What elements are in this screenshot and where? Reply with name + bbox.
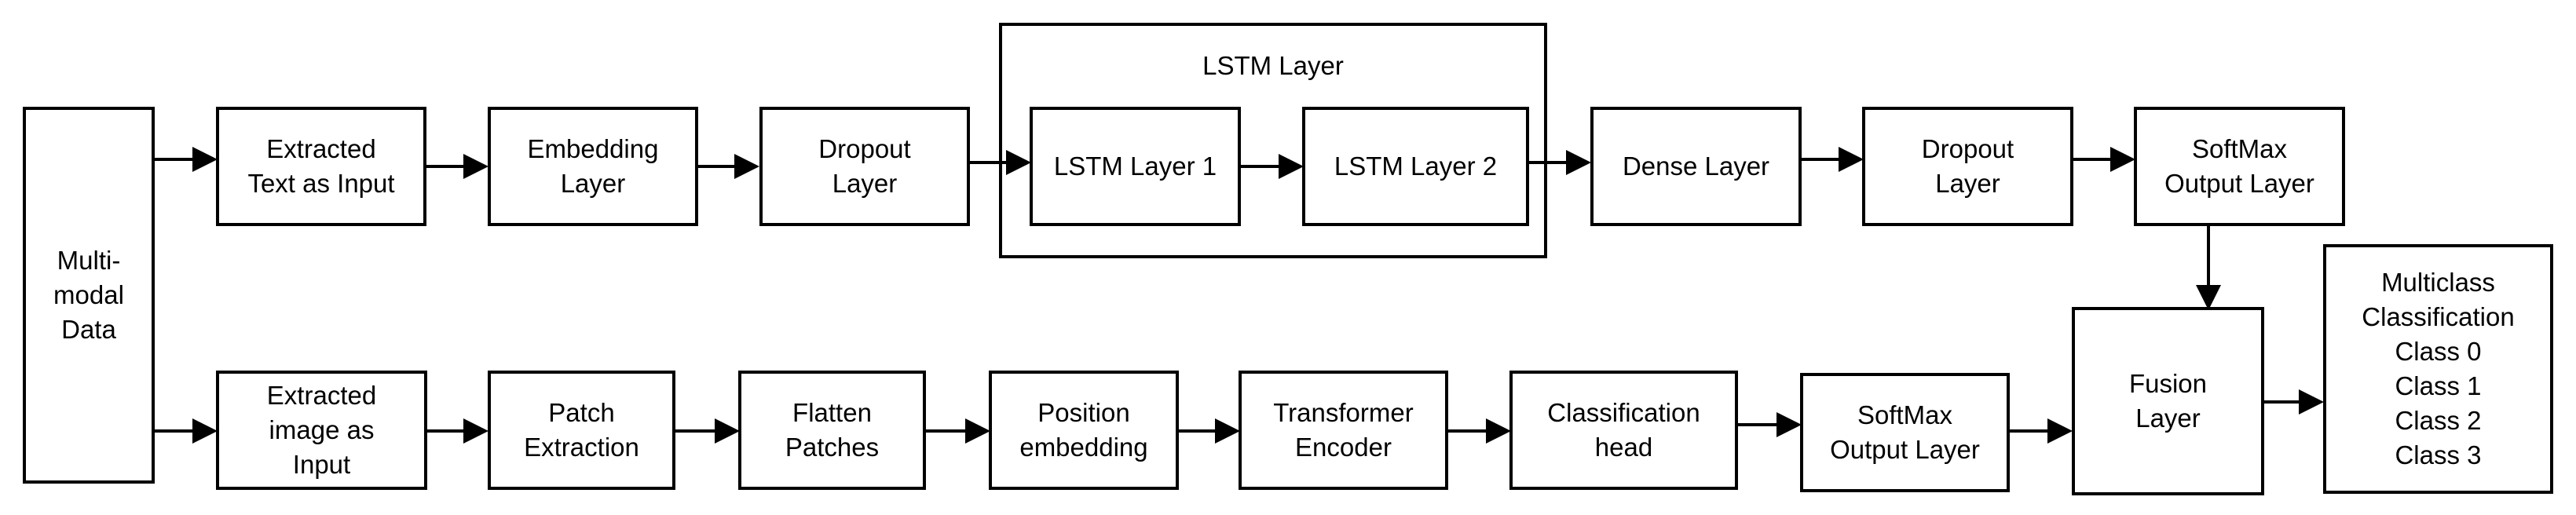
lstm-layer-group-title: LSTM Layer — [1202, 51, 1344, 80]
lstm-layer-group — [999, 23, 1547, 258]
fusion-layer-box: Fusion Layer — [2072, 307, 2264, 495]
lstm-layer-1-box: LSTM Layer 1 — [1030, 107, 1241, 226]
lstm-layer-2-box: LSTM Layer 2 — [1302, 107, 1529, 226]
patch-extraction-box: Patch Extraction — [488, 371, 675, 490]
text-dropout-layer-2-box: Dropout Layer — [1862, 107, 2073, 226]
image-softmax-output-box: SoftMax Output Layer — [1800, 373, 2010, 492]
dense-layer-box: Dense Layer — [1590, 107, 1802, 226]
text-dropout-layer-box: Dropout Layer — [759, 107, 970, 226]
multiclass-classification-box: Multiclass Classification Class 0 Class … — [2323, 244, 2553, 494]
text-softmax-output-box: SoftMax Output Layer — [2134, 107, 2345, 226]
position-embedding-box: Position embedding — [989, 371, 1179, 490]
flatten-patches-box: Flatten Patches — [738, 371, 926, 490]
extracted-image-box: Extracted image as Input — [216, 371, 427, 490]
classification-head-box: Classification head — [1509, 371, 1738, 490]
transformer-encoder-box: Transformer Encoder — [1239, 371, 1448, 490]
embedding-layer-box: Embedding Layer — [488, 107, 698, 226]
extracted-text-box: Extracted Text as Input — [216, 107, 426, 226]
multimodal-data-box: Multi- modal Data — [23, 107, 155, 484]
